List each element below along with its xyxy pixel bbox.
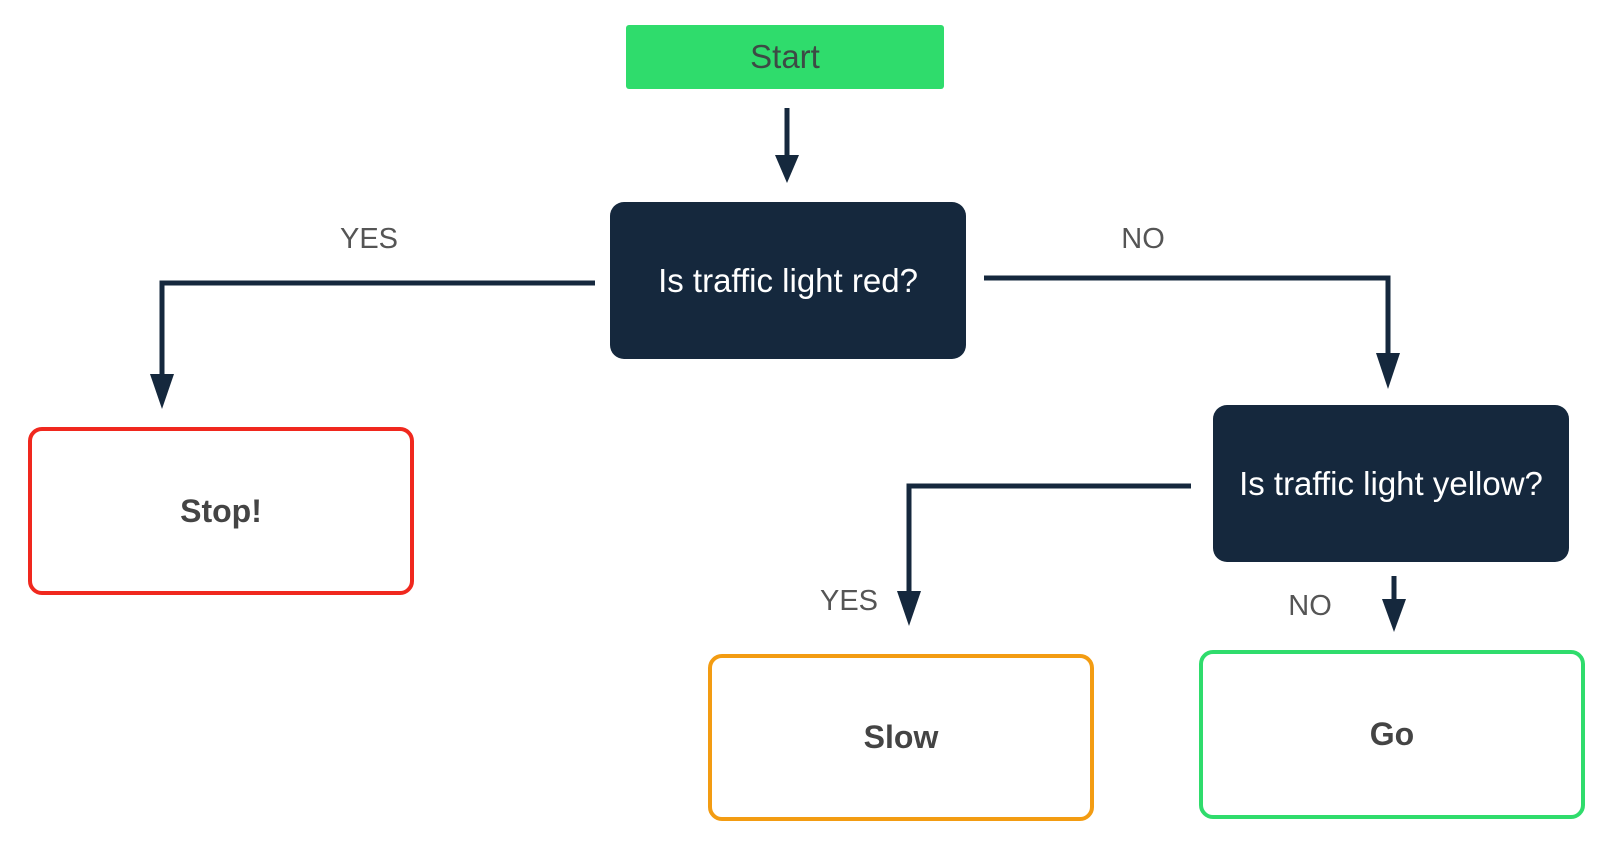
- outcome-stop-label: Stop!: [180, 492, 262, 529]
- start-node: Start: [626, 25, 944, 89]
- outcome-stop-node: Stop!: [28, 427, 414, 595]
- start-label: Start: [750, 38, 820, 75]
- edge-label-red-yes: YES: [339, 223, 399, 255]
- decision-red-node: Is traffic light red?: [610, 202, 966, 359]
- edge-label-red-no: NO: [1121, 223, 1165, 255]
- outcome-slow-label: Slow: [863, 719, 939, 755]
- edge-label-yellow-no: NO: [1288, 590, 1332, 622]
- arrow-yellow-no-to-go: [1382, 576, 1406, 632]
- arrow-start-to-red-decision: [775, 108, 799, 183]
- decision-red-label: Is traffic light red?: [658, 261, 918, 299]
- decision-yellow-label: Is traffic light yellow?: [1239, 464, 1543, 502]
- outcome-go-node: Go: [1199, 650, 1585, 819]
- arrow-red-no-to-yellow-decision: [984, 275, 1400, 389]
- decision-yellow-node: Is traffic light yellow?: [1213, 405, 1569, 562]
- edge-label-yellow-yes: YES: [819, 585, 879, 617]
- arrow-red-yes-to-stop: [150, 280, 595, 409]
- outcome-slow-node: Slow: [708, 654, 1094, 821]
- arrow-yellow-yes-to-slow: [897, 483, 1191, 626]
- outcome-go-label: Go: [1369, 716, 1415, 752]
